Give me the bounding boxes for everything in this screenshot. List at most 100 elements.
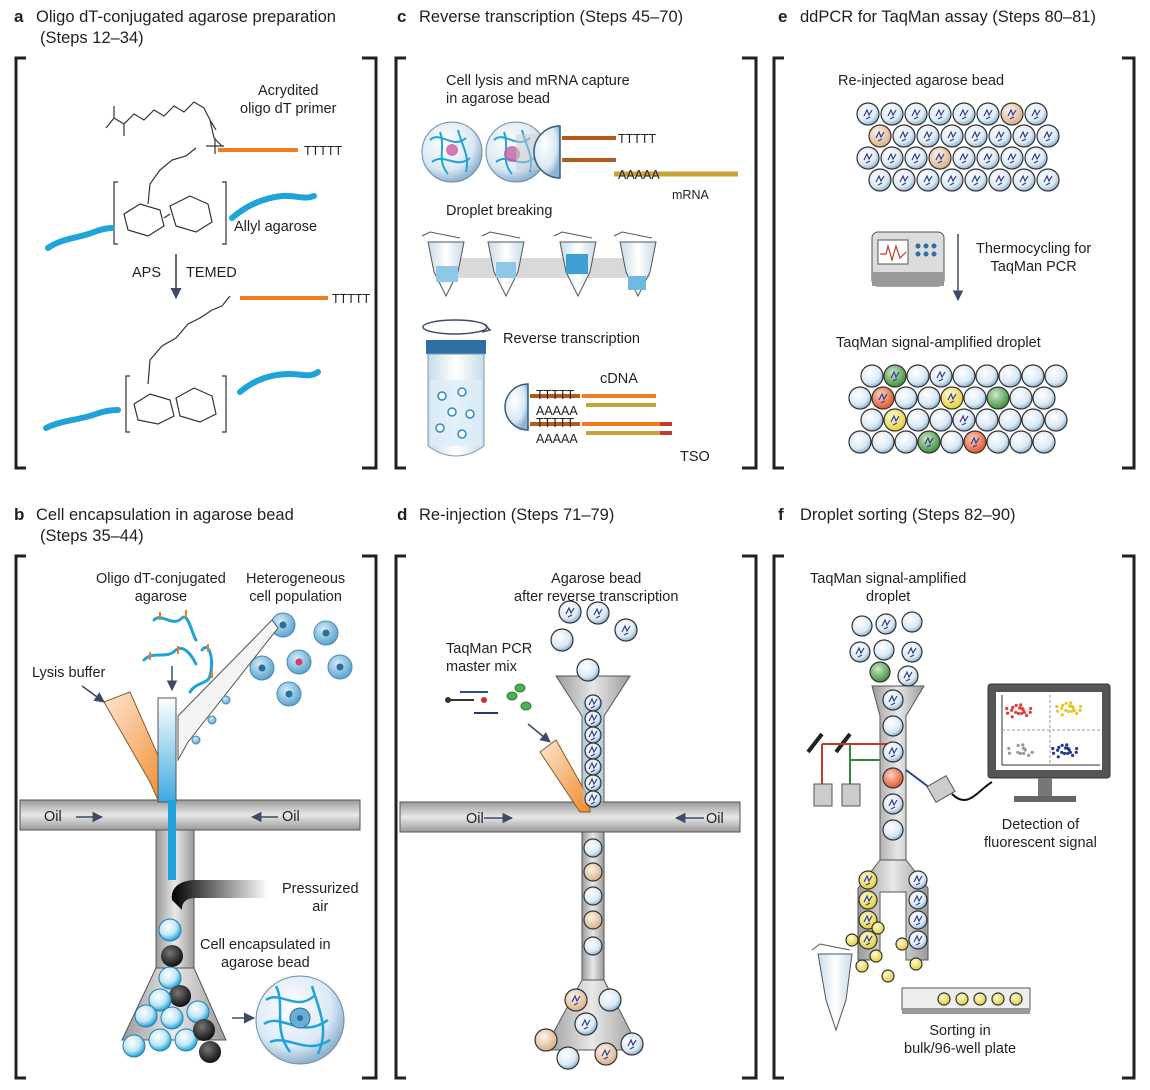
scatter-dot <box>1051 751 1056 755</box>
scatter-dot <box>1005 711 1010 715</box>
scatter-dot <box>1021 743 1025 747</box>
panel-letter: e <box>778 7 788 26</box>
product-sequence-label: TTTTT <box>332 292 371 306</box>
panel-c-graphics <box>421 121 738 457</box>
droplet <box>584 726 602 744</box>
allyl-agarose-label: Allyl agarose <box>234 219 318 235</box>
scatter-dot <box>1066 709 1071 714</box>
detection-label: Detection of fluorescent signal <box>984 817 1097 851</box>
droplet <box>584 694 602 712</box>
scatter-dot <box>1025 713 1029 717</box>
droplet <box>1009 992 1023 1006</box>
droplet <box>904 146 928 170</box>
scatter-dot <box>1011 705 1015 709</box>
droplet <box>1000 146 1024 170</box>
laser-optics <box>806 732 897 807</box>
droplet <box>534 1028 558 1052</box>
scatter-points <box>1005 701 1083 759</box>
droplet <box>975 364 999 388</box>
cdna-poly-a-label: AAAAA <box>536 404 578 418</box>
droplet <box>556 1046 580 1070</box>
acrydite-structure <box>105 101 224 154</box>
cdna-label: cDNA <box>600 371 638 387</box>
scatter-dot <box>1022 751 1026 756</box>
master-mix-icons <box>445 683 532 714</box>
panel-letter: a <box>14 7 24 26</box>
scatter-dot <box>1016 750 1020 755</box>
reinjected-label: Re-injected agarose bead <box>838 73 1005 89</box>
droplet <box>576 658 600 682</box>
temed-label: TEMED <box>186 265 237 281</box>
droplet <box>564 988 588 1012</box>
droplet <box>1021 364 1045 388</box>
droplet <box>908 930 928 950</box>
droplet <box>882 715 904 737</box>
scatter-dot <box>1067 704 1072 708</box>
scatter-dot <box>1075 746 1079 751</box>
droplet <box>1024 102 1048 126</box>
droplet <box>856 102 880 126</box>
droplet <box>964 168 988 192</box>
droplet <box>858 930 878 950</box>
capture-poly-a-label: AAAAA <box>618 168 660 182</box>
reaction-tube-cap <box>426 340 486 354</box>
droplet <box>940 168 964 192</box>
panel-title: Reverse transcription (Steps 45–70) <box>419 8 684 26</box>
droplet <box>858 870 878 890</box>
droplet <box>849 641 871 663</box>
oil-left-label: Oil <box>44 809 62 825</box>
droplet <box>917 430 941 454</box>
scatter-dot <box>1030 750 1034 754</box>
droplet <box>908 890 928 910</box>
droplet <box>586 601 610 625</box>
droplet <box>873 639 895 661</box>
cell-population-label: Heterogeneous cell population <box>246 571 346 605</box>
droplet <box>871 386 895 410</box>
droplet <box>1000 102 1024 126</box>
droplet <box>868 168 892 192</box>
scatter-dot <box>1062 751 1067 756</box>
sorting-label: Sorting in bulk/96-well plate <box>904 1023 1017 1057</box>
droplet <box>998 364 1022 388</box>
panel-subtitle: (Steps 12–34) <box>40 29 144 47</box>
scatter-dot <box>1057 745 1061 749</box>
panel-a-graphics <box>43 101 328 433</box>
droplet <box>848 386 872 410</box>
droplet <box>1044 364 1068 388</box>
sorting-tube <box>817 953 853 1032</box>
droplet <box>860 408 884 432</box>
bead-after-rt-label: Agarose bead after reverse transcription <box>514 571 679 605</box>
oil-right-label: Oil <box>282 809 300 825</box>
scatter-dot <box>1005 706 1009 711</box>
droplet <box>906 408 930 432</box>
droplet <box>901 611 923 633</box>
scatter-dot <box>1016 711 1021 716</box>
droplet <box>940 430 964 454</box>
scatter-dot <box>1072 708 1077 712</box>
droplet <box>952 408 976 432</box>
droplet <box>868 124 892 148</box>
droplet <box>883 408 907 432</box>
droplet <box>860 364 884 388</box>
oil-right-label-d: Oil <box>706 811 724 827</box>
droplet <box>952 364 976 388</box>
product-structure <box>125 295 231 433</box>
scatter-dot <box>1029 706 1033 711</box>
droplet <box>892 124 916 148</box>
droplet <box>937 992 951 1006</box>
scatter-dot <box>1065 743 1069 747</box>
scatter-dot <box>1066 751 1070 756</box>
droplet <box>558 600 582 624</box>
droplet <box>998 408 1022 432</box>
droplet <box>584 758 602 776</box>
scatter-dot <box>1061 703 1065 707</box>
scatter-dot <box>1064 708 1068 713</box>
scatter-dot <box>1007 746 1011 751</box>
scatter-dot <box>1019 703 1023 707</box>
droplet <box>851 615 873 637</box>
droplet <box>614 618 638 642</box>
droplet <box>856 146 880 170</box>
droplet <box>1024 146 1048 170</box>
